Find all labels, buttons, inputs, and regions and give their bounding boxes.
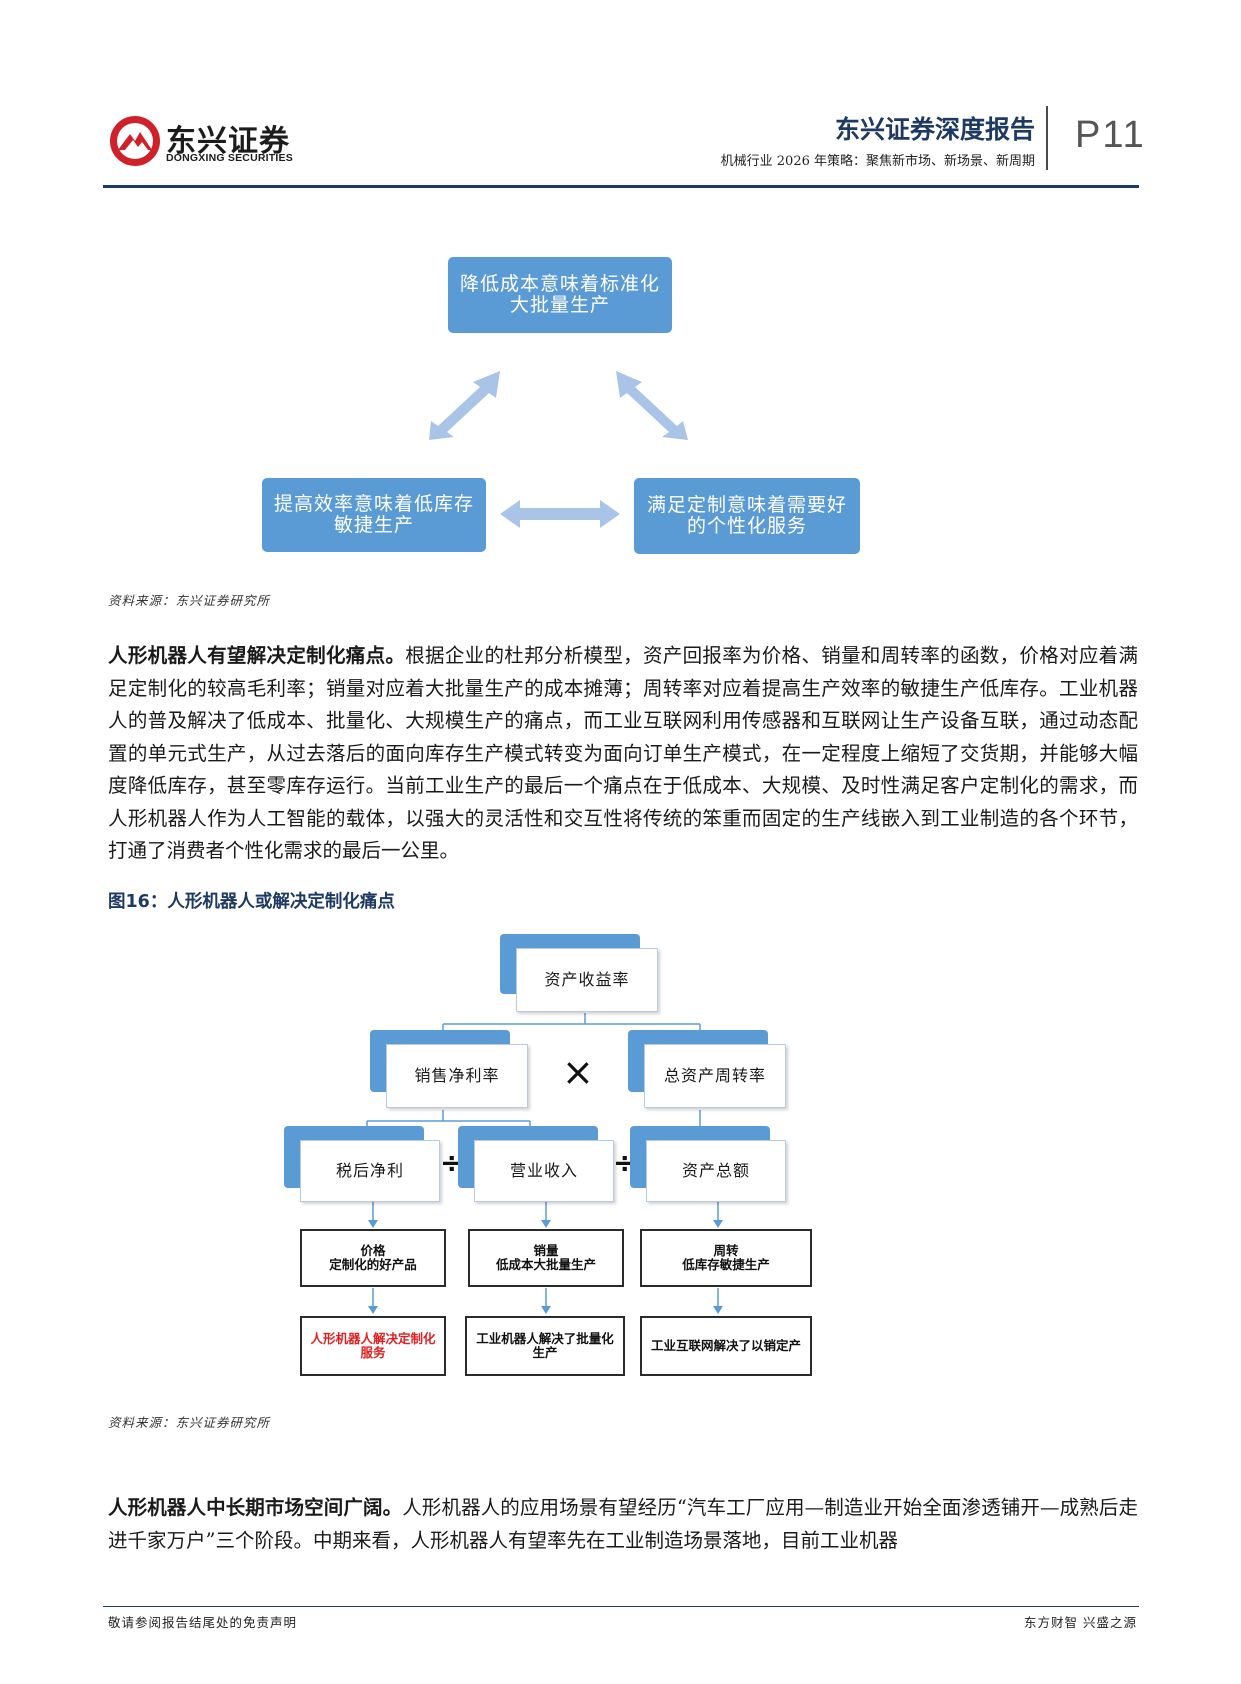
report-subtitle: 机械行业 2026 年策略：聚焦新市场、新场景、新周期 <box>720 154 1035 169</box>
node-price: 价格 定制化的好产品 <box>300 1229 446 1287</box>
node-turnover: 周转 低库存敏捷生产 <box>640 1229 812 1287</box>
body-paragraph: 人形机器人中长期市场空间广阔。人形机器人的应用场景有望经历“汽车工厂应用—制造业… <box>108 1492 1138 1557</box>
footer-slogan: 东方财智 兴盛之源 <box>1024 1615 1137 1630</box>
multiply-icon: × <box>562 1050 594 1094</box>
report-title: 东兴证券深度报告 <box>834 115 1035 144</box>
double-arrow-left-icon <box>429 371 500 440</box>
figure-source: 资料来源：东兴证券研究所 <box>108 1415 271 1430</box>
logo-english-name: DONGXING SECURITIES <box>166 152 293 164</box>
logo-chinese-name: 东兴证券 <box>166 124 290 159</box>
node-volume: 销量 低成本大批量生产 <box>468 1229 624 1287</box>
footer-disclaimer: 敬请参阅报告结尾处的免责声明 <box>108 1615 298 1630</box>
body-paragraph: 人形机器人有望解决定制化痛点。根据企业的杜邦分析模型，资产回报率为价格、销量和周… <box>108 640 1138 868</box>
paragraph-text: 根据企业的杜邦分析模型，资产回报率为价格、销量和周转率的函数，价格对应着满足定制… <box>108 644 1138 862</box>
footer-rule <box>103 1606 1139 1607</box>
node-industrial-robot-solution: 工业机器人解决了批量化生产 <box>465 1316 625 1376</box>
node-humanoid-solution: 人形机器人解决定制化服务 <box>300 1316 446 1376</box>
cycle-arrows <box>429 371 688 528</box>
divide-icon: ÷ <box>440 1146 464 1179</box>
cycle-box-right: 满足定制意味着需要好的个性化服务 <box>634 478 860 554</box>
header-divider <box>1046 106 1048 170</box>
figure-source: 资料来源：东兴证券研究所 <box>108 593 271 608</box>
double-arrow-bottom-icon <box>500 500 620 528</box>
page-number: P11 <box>1075 114 1146 156</box>
paragraph-text: 人形机器人的应用场景有望经历“汽车工厂应用—制造业开始全面渗透铺开—成熟后走进千… <box>108 1496 1138 1552</box>
paragraph-lead: 人形机器人有望解决定制化痛点。 <box>108 644 406 667</box>
double-arrow-right-icon <box>616 371 688 440</box>
cycle-box-left: 提高效率意味着低库存敏捷生产 <box>262 478 486 552</box>
cycle-box-top: 降低成本意味着标准化大批量生产 <box>448 257 672 333</box>
company-logo-icon <box>110 116 160 166</box>
node-industrial-internet-solution: 工业互联网解决了以销定产 <box>640 1316 812 1376</box>
dupont-connectors <box>366 1013 723 1314</box>
paragraph-lead: 人形机器人中长期市场空间广阔。 <box>108 1496 403 1519</box>
figure-caption: 图16：人形机器人或解决定制化痛点 <box>108 892 395 912</box>
header-rule <box>103 185 1139 188</box>
